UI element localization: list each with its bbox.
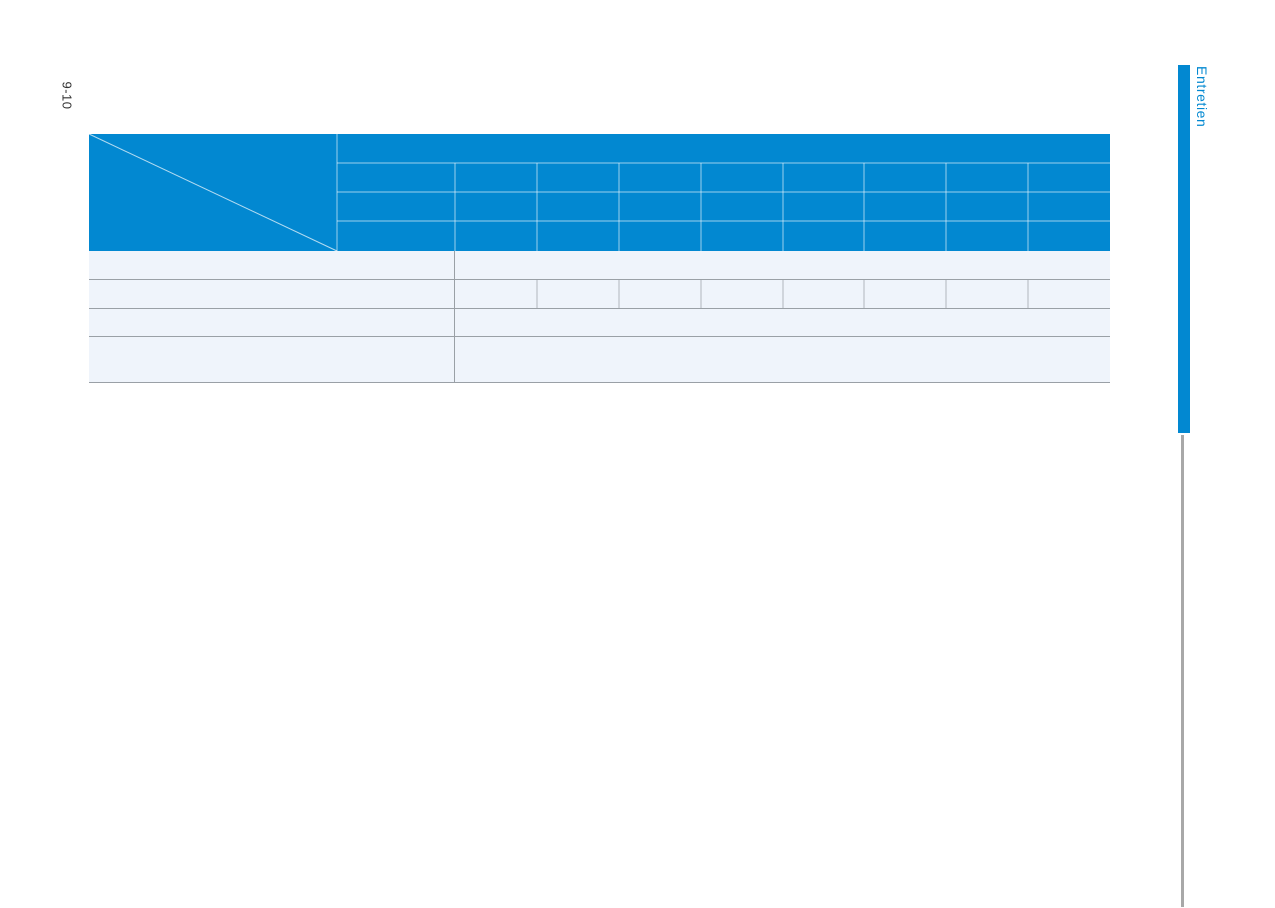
section-rail bbox=[1178, 65, 1190, 907]
section-rail-line bbox=[1181, 435, 1184, 907]
body-cell-lines bbox=[536, 280, 1029, 308]
header-column-lines bbox=[454, 163, 1029, 251]
section-tab[interactable]: Entretien bbox=[1192, 64, 1212, 154]
corner-diagonal bbox=[88, 133, 338, 252]
table-body bbox=[89, 251, 1110, 382]
section-rail-active bbox=[1178, 65, 1190, 433]
section-title: Entretien bbox=[1194, 66, 1210, 128]
body-row-lines bbox=[89, 279, 1110, 383]
